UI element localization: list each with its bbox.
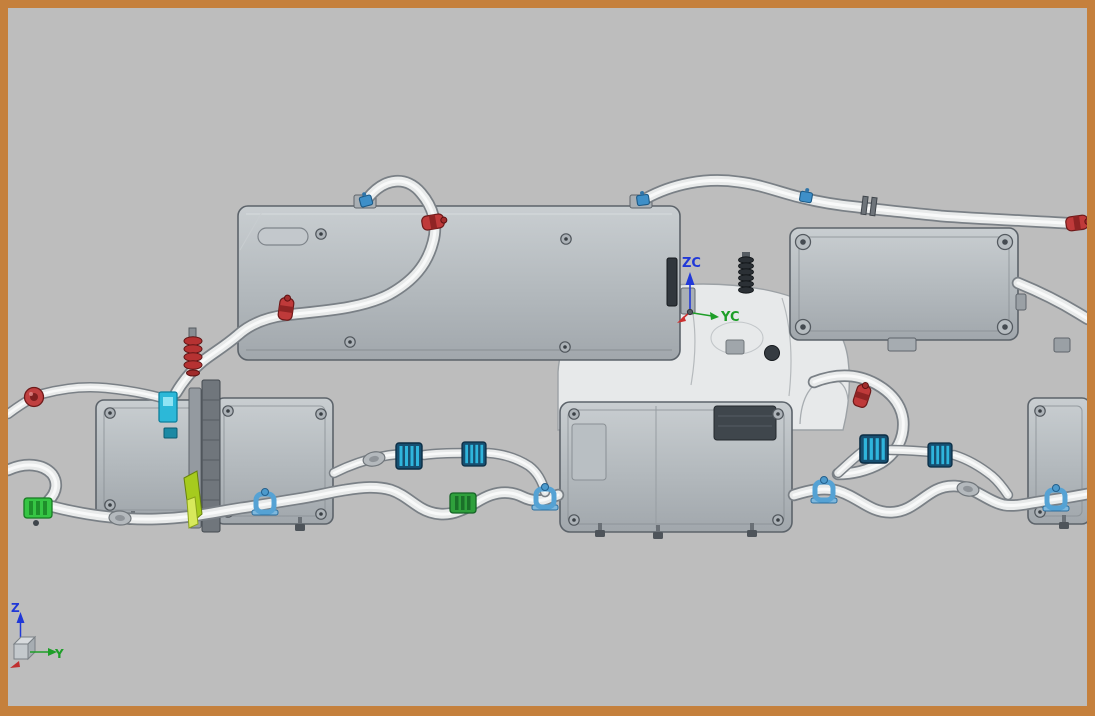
round-knob[interactable] — [764, 345, 780, 361]
datum-origin-cube[interactable] — [13, 643, 29, 660]
datum-z-label: Z — [11, 601, 20, 615]
yellow-green-bracket[interactable] — [183, 470, 203, 529]
blue-inline-connector-3[interactable] — [859, 434, 889, 464]
datum-csys[interactable]: Z Y — [10, 601, 64, 668]
wcs-origin[interactable] — [686, 308, 694, 316]
red-valve-stack[interactable] — [183, 327, 203, 377]
datum-z-arrow[interactable] — [16, 612, 25, 623]
wcs-zc-label: ZC — [682, 256, 701, 271]
top-right-control-box[interactable] — [789, 227, 1027, 352]
hose-left-lower-s[interactable] — [8, 465, 56, 500]
handle-slot — [257, 227, 309, 246]
red-ball-fitting[interactable] — [23, 386, 45, 408]
wcs-x-arrow[interactable] — [677, 316, 686, 323]
wcs-triad[interactable]: ZC YC — [677, 256, 740, 325]
cad-viewport[interactable]: ZC YC Z Y — [8, 8, 1087, 706]
datum-y-arrow[interactable] — [48, 648, 57, 656]
left-bottom-module-a[interactable] — [95, 399, 203, 525]
blue-clip-1[interactable] — [798, 186, 815, 204]
right-edge-fitting[interactable] — [1053, 337, 1071, 353]
electronic-module[interactable] — [713, 405, 777, 441]
blue-inline-connector-1[interactable] — [395, 442, 423, 470]
main-control-unit-box[interactable] — [237, 194, 681, 361]
side-vent-slot — [666, 257, 678, 307]
blue-inline-connector-4[interactable] — [927, 442, 953, 468]
green-connector-left[interactable] — [23, 497, 53, 519]
wcs-yc-label: YC — [720, 310, 740, 325]
hose-coupler[interactable] — [860, 195, 878, 217]
green-connector-mid[interactable] — [449, 492, 477, 514]
hose-right-edge[interactable] — [1018, 283, 1087, 319]
red-hose-clamp-4[interactable] — [1064, 213, 1087, 233]
wcs-y-arrow[interactable] — [710, 312, 719, 320]
rubber-bellows-boot[interactable] — [738, 252, 754, 294]
center-bottom-module[interactable] — [559, 401, 793, 539]
graphics-window[interactable]: ZC YC Z Y — [8, 8, 1087, 706]
datum-y-label: Y — [54, 647, 64, 661]
cyan-connector[interactable] — [158, 391, 178, 439]
wcs-z-arrow[interactable] — [685, 272, 695, 285]
small-screw — [33, 520, 39, 526]
blue-inline-connector-2[interactable] — [461, 441, 487, 467]
datum-x-arrow[interactable] — [10, 661, 20, 668]
